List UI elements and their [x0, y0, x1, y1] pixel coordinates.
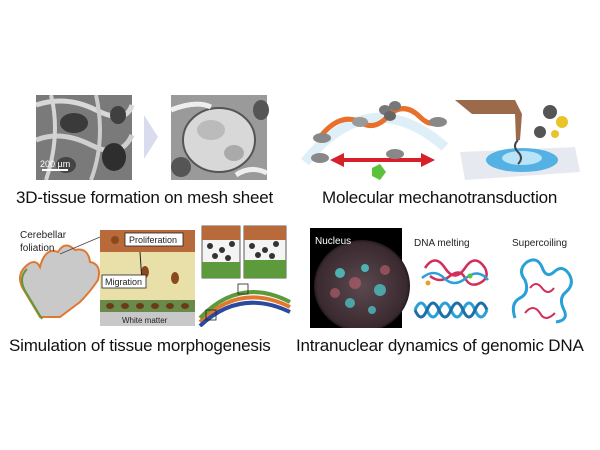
cerebellar-label-line2: foliation [20, 243, 54, 254]
tissue-formation-figure: 200 µm [35, 94, 269, 181]
supercoiling-label: Supercoiling [512, 238, 567, 249]
genomic-dna-figure: Nucleus DNA melting Supercoiling [310, 228, 573, 332]
tissue-layers-diagram: Proliferation Migration White matter [100, 230, 195, 326]
mechanotransduction-figure [301, 100, 580, 180]
caption-mechanotransduction: Molecular mechanotransduction [322, 188, 558, 207]
nucleus-image: Nucleus [310, 228, 410, 332]
micrograph-mesh-right [170, 95, 269, 180]
micrograph-mesh-left: 200 µm [35, 94, 135, 181]
mechanotransduction-panel [300, 92, 585, 187]
morphogenesis-panel: Cerebellar foliation Proliferation [10, 222, 295, 328]
caption-genomic-dna: Intranuclear dynamics of genomic DNA [296, 336, 584, 355]
genomic-dna-panel: Nucleus DNA melting Supercoiling [310, 228, 595, 332]
cerebellar-label-line1: Cerebellar [20, 230, 67, 241]
supercoiling-illustration [511, 258, 573, 324]
simulation-insets [198, 225, 291, 328]
cerebellum-shape [19, 244, 100, 320]
white-matter-label: White matter [122, 316, 168, 325]
dna-melting-illustration [413, 259, 489, 319]
tissue-formation-panel: 200 µm [35, 94, 276, 181]
migration-label: Migration [105, 277, 142, 287]
afm-dish-illustration [455, 100, 580, 180]
progression-arrow [144, 115, 158, 159]
nucleus-label: Nucleus [315, 236, 351, 247]
morphogenesis-figure: Cerebellar foliation Proliferation [19, 225, 291, 328]
dna-melting-label: DNA melting [414, 238, 470, 249]
scale-bar-label: 200 µm [40, 159, 70, 169]
proliferation-label: Proliferation [129, 235, 177, 245]
force-arrow [311, 149, 435, 180]
molecule-chain [313, 101, 447, 143]
caption-morphogenesis: Simulation of tissue morphogenesis [9, 336, 271, 355]
caption-tissue-formation: 3D-tissue formation on mesh sheet [16, 188, 274, 207]
